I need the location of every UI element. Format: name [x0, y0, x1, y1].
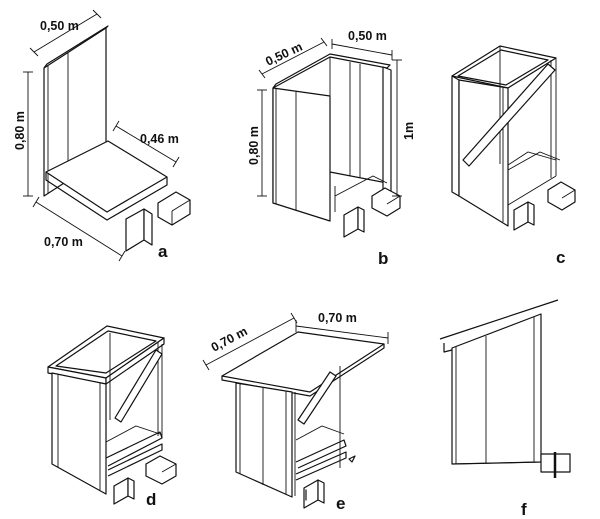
- dim-base-label: 0,70 m: [44, 235, 83, 249]
- dim-depth-label: 0,46 m: [140, 132, 179, 146]
- panel-d-label: d: [146, 490, 156, 509]
- panel-a-label: a: [158, 242, 168, 261]
- dim-width-right-label: 0,50 m: [348, 29, 387, 43]
- panel-d: d: [47, 325, 177, 509]
- dim-total-height-label: 1m: [402, 122, 416, 140]
- dim-width-label: 0,50 m: [40, 19, 79, 33]
- panel-f-label: f: [521, 500, 527, 519]
- panel-e: 0,70 m 0,70 m e: [202, 311, 389, 513]
- panel-e-label: e: [336, 494, 345, 513]
- dim-height-label: 0,80 m: [13, 111, 27, 150]
- panel-b: 0,50 m 0,50 m 0,80 m 1m b: [247, 29, 416, 268]
- dim-height-b-label: 0,80 m: [247, 126, 261, 165]
- panel-b-label: b: [378, 249, 388, 268]
- panel-c-label: c: [556, 248, 565, 267]
- panel-a: 0,50 m 0,80 m 0,46 m 0,70 m a: [13, 9, 191, 262]
- panel-f: f: [439, 299, 571, 519]
- dim-width-left-label: 0,50 m: [263, 40, 304, 69]
- dim-roof-left-label: 0,70 m: [209, 324, 250, 355]
- panel-c: c: [451, 45, 576, 267]
- dim-roof-right-label: 0,70 m: [318, 311, 357, 325]
